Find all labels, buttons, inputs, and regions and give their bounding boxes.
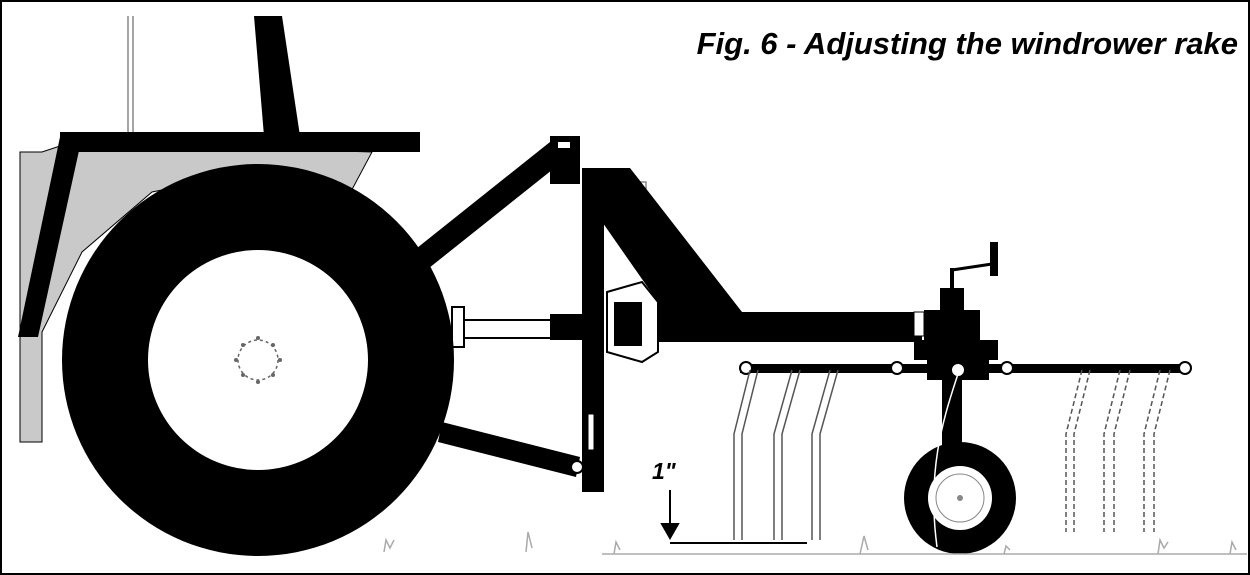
spring-tines-right bbox=[1065, 369, 1171, 532]
spring-tines-left bbox=[733, 369, 839, 540]
tractor-fender bbox=[18, 132, 420, 443]
rake-beam bbox=[732, 312, 922, 342]
lower-link bbox=[438, 422, 580, 477]
tractor-wheel bbox=[62, 164, 454, 556]
tractor-upright bbox=[254, 16, 300, 136]
hitch-gearbox bbox=[606, 181, 659, 364]
exhaust-pipe bbox=[127, 16, 134, 134]
top-link bbox=[412, 142, 562, 272]
hitch-mast bbox=[550, 136, 604, 492]
gauge-wheel bbox=[904, 373, 1016, 554]
rake-toolbar bbox=[739, 360, 1192, 380]
figure-caption: Fig. 6 - Adjusting the windrower rake bbox=[696, 26, 1238, 61]
rake-frame bbox=[598, 168, 842, 342]
ground-line bbox=[383, 531, 1247, 555]
dimension-label: 1" bbox=[652, 458, 676, 484]
crank-handle bbox=[913, 242, 998, 360]
dimension-arrow bbox=[660, 490, 807, 544]
pto-driveshaft bbox=[451, 306, 594, 348]
